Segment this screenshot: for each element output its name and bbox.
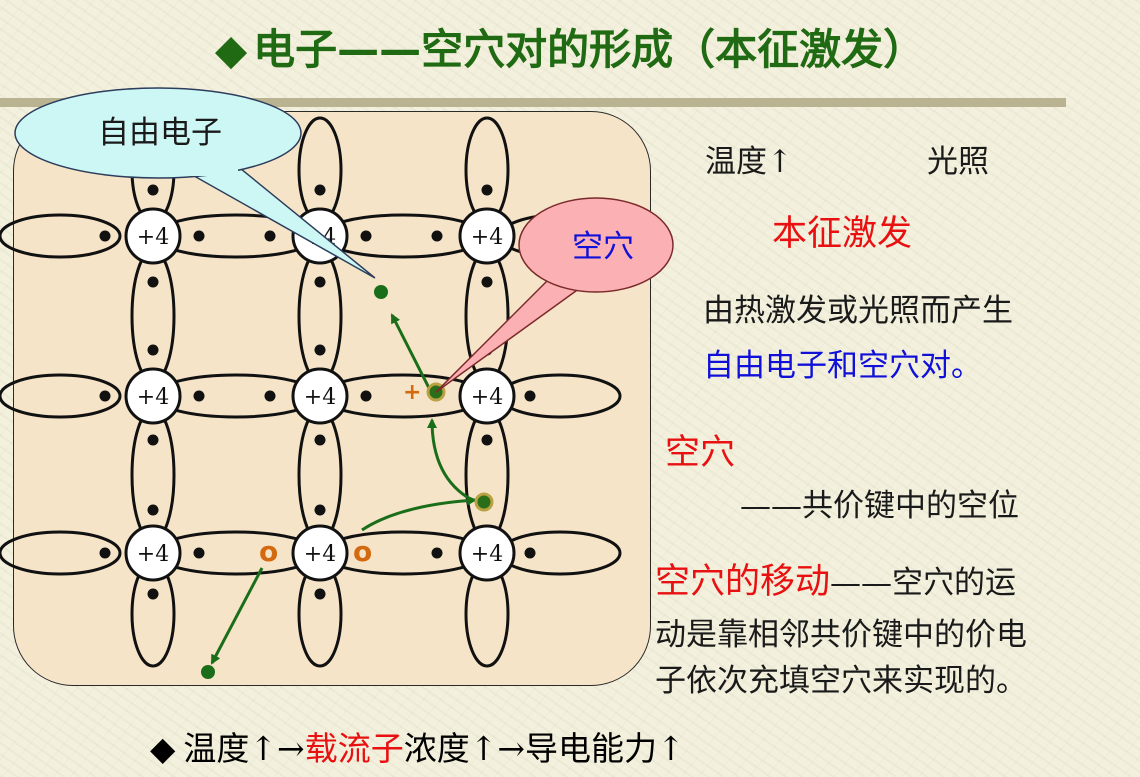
covalent-bond (130, 407, 176, 543)
page-title: ◆电子——空穴对的形成（本征激发） (0, 16, 1140, 77)
valence-electron (314, 344, 326, 356)
valence-electron (147, 276, 159, 288)
silicon-atom (291, 524, 349, 582)
atom-charge-label: +4 (137, 225, 169, 250)
hole-callout: 空穴 (435, 197, 674, 393)
valence-electron (314, 504, 326, 516)
atom-charge-label: +4 (304, 542, 336, 567)
free-electron-dots (201, 285, 388, 679)
atom-charge-label: +4 (137, 542, 169, 567)
valence-electron (524, 547, 536, 559)
atom-charge-label: +4 (304, 385, 336, 410)
covalent-bond (0, 373, 122, 419)
covalent-bond (464, 116, 510, 224)
valence-electron (147, 184, 159, 196)
covalent-bond (130, 248, 176, 384)
bottom-diamond-icon: ◆ (150, 729, 176, 768)
atom-charge-label: +4 (137, 385, 169, 410)
valence-electron (193, 390, 205, 402)
bottom-part-1: 温度↑→ (183, 729, 305, 768)
covalent-bond (297, 248, 343, 384)
description-line-2: 自由电子和空穴对。 (703, 348, 982, 384)
hole-shift-arrow-upper (427, 418, 473, 502)
free-electron-callout-text: 自由电子 (98, 115, 222, 151)
carrier-highlight: 载流子 (304, 729, 404, 768)
covalent-bond (297, 116, 343, 224)
title-text: 电子——空穴对的形成（本征激发） (253, 25, 926, 74)
hole-circle-marker: o (353, 535, 372, 568)
silicon-atom (124, 207, 182, 265)
valence-electron (147, 504, 159, 516)
valence-electron (147, 434, 159, 446)
valence-electron (314, 434, 326, 446)
valence-electron (264, 230, 276, 242)
valence-electron (193, 230, 205, 242)
hole-movement-line-2: 动是靠相邻共价键中的价电 (655, 617, 1027, 653)
hole-movement-line-1: 空穴的移动——空穴的运 (655, 553, 1016, 604)
hole-electron-dot (474, 492, 494, 512)
valence-electron (360, 230, 372, 242)
atom-charge-label: +4 (471, 385, 503, 410)
valence-electron (431, 547, 443, 559)
valence-electron (481, 184, 493, 196)
electron-hopping-arrows (210, 313, 477, 665)
valence-electron (524, 390, 536, 402)
silicon-atom (124, 367, 182, 425)
valence-electron (314, 276, 326, 288)
valence-electron (147, 588, 159, 600)
covalent-bond (498, 530, 622, 576)
temperature-label: 温度↑ (705, 144, 793, 180)
valence-electron (193, 547, 205, 559)
valence-electron (481, 276, 493, 288)
covalent-bond (0, 530, 122, 576)
title-divider (0, 98, 1066, 107)
valence-electron (314, 184, 326, 196)
hole-markers: + o o (259, 380, 421, 568)
atom-charge-label: +4 (471, 225, 503, 250)
intrinsic-excitation-heading: 本征激发 (772, 214, 913, 254)
hole-definition: ——共价键中的空位 (740, 488, 1019, 524)
valence-electron (264, 390, 276, 402)
title-diamond-icon: ◆ (214, 25, 248, 74)
hole-movement-dash-text: ——空穴的运 (830, 565, 1017, 601)
description-line-1: 由热激发或光照而产生 (703, 293, 1013, 329)
silicon-atom (458, 367, 516, 425)
bottom-summary: ◆温度↑→载流子浓度↑→导电能力↑ (150, 722, 685, 770)
hole-callout-text: 空穴 (572, 229, 634, 265)
valence-electron (360, 390, 372, 402)
covalent-bond (0, 213, 122, 259)
valence-electron (99, 547, 111, 559)
covalent-bond (464, 407, 510, 543)
free-electron-arrow (390, 313, 432, 391)
hole-movement-line-3: 子依次充填空穴来实现的。 (655, 663, 1027, 699)
free-electron-callout: 自由电子 (14, 87, 376, 279)
valence-electron (147, 344, 159, 356)
hole-movement-heading: 空穴的移动 (655, 562, 831, 602)
moving-electron-dots (426, 382, 494, 512)
covalent-bond (297, 407, 343, 543)
escaped-electron-arrow (210, 567, 264, 665)
free-electron-dot (374, 285, 388, 299)
silicon-atom (458, 207, 516, 265)
bottom-part-3: 浓度↑→导电能力↑ (403, 729, 685, 768)
covalent-bond (498, 373, 622, 419)
valence-electron (314, 588, 326, 600)
atom-charge-label: +4 (471, 542, 503, 567)
silicon-atom (124, 524, 182, 582)
hole-shift-arrow-lower (361, 495, 477, 532)
valence-electron (431, 230, 443, 242)
light-label: 光照 (927, 144, 989, 180)
silicon-atom (458, 524, 516, 582)
silicon-atom (291, 367, 349, 425)
valence-electron (99, 390, 111, 402)
valence-electron (481, 434, 493, 446)
hole-heading: 空穴 (665, 433, 736, 473)
hole-circle-marker: o (259, 535, 278, 568)
free-electron-dot (201, 665, 215, 679)
valence-electron (99, 230, 111, 242)
hole-plus-sign: + (403, 380, 421, 405)
